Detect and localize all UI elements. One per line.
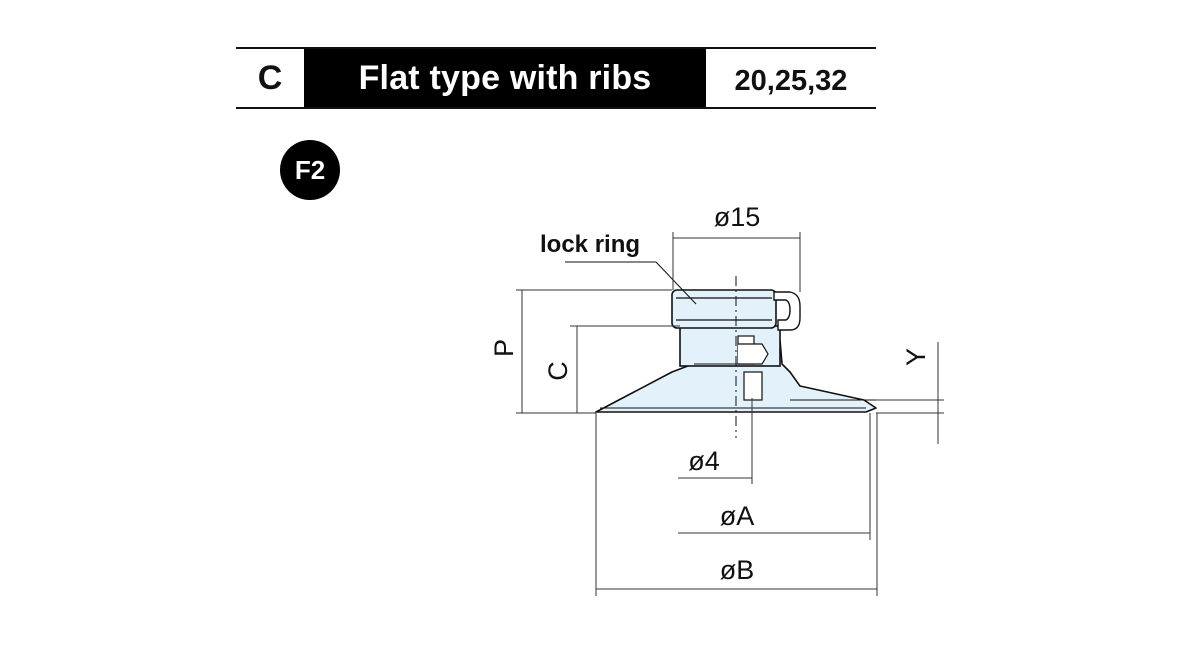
dim-A-label: øA — [720, 501, 755, 531]
type-title: Flat type with ribs — [304, 49, 706, 107]
dim-Y: Y — [876, 342, 944, 444]
dim-15-label: ø15 — [714, 202, 761, 232]
dim-P-label: P — [489, 339, 519, 357]
lock-ring-label: lock ring — [540, 231, 640, 258]
inner-fitting-hex — [738, 343, 769, 365]
lock-ring-leader-diag — [655, 261, 697, 305]
dim-C-label: C — [543, 361, 573, 381]
type-code: C — [257, 58, 283, 97]
dim-B: øB — [595, 413, 878, 596]
inner-bore — [743, 371, 763, 401]
dim-15: ø15 — [672, 202, 801, 292]
dim-B-label: øB — [720, 555, 755, 585]
lock-ring-callout: lock ring — [540, 231, 697, 305]
dim-Y-label: Y — [901, 348, 931, 366]
dim-C: C — [543, 325, 680, 413]
side-clip — [773, 291, 801, 331]
spec-header: C Flat type with ribs 20,25,32 — [236, 47, 876, 109]
variant-badge: F2 — [280, 140, 340, 200]
dim-A: øA — [678, 413, 871, 540]
dim-4-label: ø4 — [688, 446, 720, 476]
dim-4: ø4 — [678, 398, 753, 484]
dim-P: P — [489, 289, 672, 414]
size-list: 20,25,32 — [734, 64, 848, 97]
lock-ring-part — [671, 289, 777, 329]
cup-body — [595, 276, 877, 438]
